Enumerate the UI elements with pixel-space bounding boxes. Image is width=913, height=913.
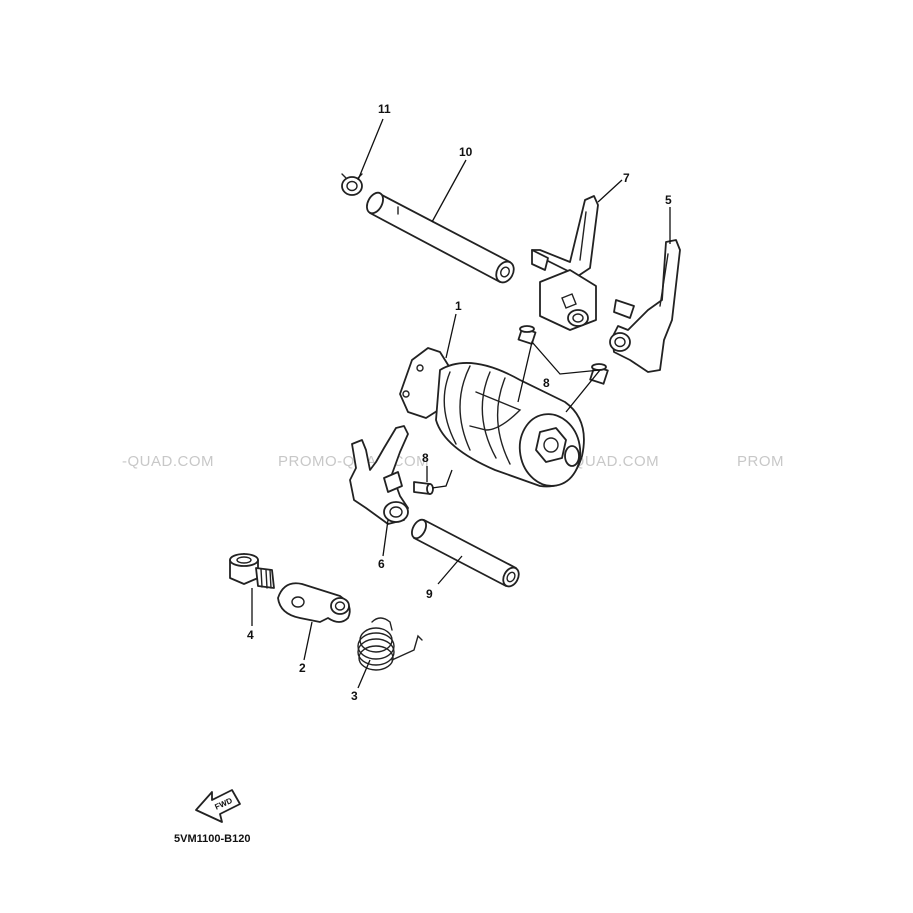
shift-drum-part — [399, 347, 585, 488]
leader-11 — [357, 118, 384, 181]
torsion-spring-part — [357, 617, 423, 671]
forward-direction-arrow-icon: FWD — [195, 789, 241, 823]
leader-lines — [251, 118, 671, 689]
callout-7: 7 — [623, 171, 630, 185]
leader-8-lower — [426, 466, 453, 489]
leader-2 — [303, 621, 313, 661]
callout-2: 2 — [299, 661, 306, 675]
shift-fork-5-part — [609, 239, 681, 373]
callout-9: 9 — [426, 587, 433, 601]
callout-5: 5 — [665, 193, 672, 207]
lower-guide-shaft-part — [411, 518, 520, 588]
leader-10 — [431, 159, 467, 223]
leader-1 — [445, 313, 457, 359]
shift-fork-6-part — [349, 425, 409, 525]
bolt-part — [229, 553, 275, 589]
callout-labels: 11 10 7 5 1 8 8 6 9 4 2 3 — [247, 102, 672, 703]
watermark-row: -QUAD.COM PROMO-QUAD.COM PROMO-QUAD.COM … — [122, 453, 784, 470]
callout-1: 1 — [455, 299, 462, 313]
callout-11: 11 — [378, 102, 391, 116]
diagram-code: 5VM1100-B120 — [174, 833, 250, 845]
leader-7 — [597, 179, 623, 203]
watermark-1: -QUAD.COM — [122, 453, 214, 470]
upper-guide-shaft-part — [366, 191, 515, 284]
guide-pin-8-lower — [413, 481, 434, 495]
callout-8-lower: 8 — [422, 451, 429, 465]
callout-3: 3 — [351, 689, 358, 703]
leader-9 — [437, 555, 463, 585]
leader-8-upper — [517, 340, 602, 413]
circlip-part — [341, 173, 363, 196]
guide-pin-8-right — [589, 363, 609, 385]
callout-6: 6 — [378, 557, 385, 571]
callout-4: 4 — [247, 628, 254, 642]
stopper-lever-part — [277, 582, 351, 623]
watermark-4: PROM — [737, 453, 784, 470]
shift-fork-7-part — [531, 195, 599, 331]
callout-10: 10 — [459, 145, 473, 159]
callout-8-upper: 8 — [543, 376, 550, 390]
leader-6 — [382, 519, 389, 557]
guide-pin-8-upper — [517, 325, 537, 345]
leader-3 — [357, 659, 371, 689]
